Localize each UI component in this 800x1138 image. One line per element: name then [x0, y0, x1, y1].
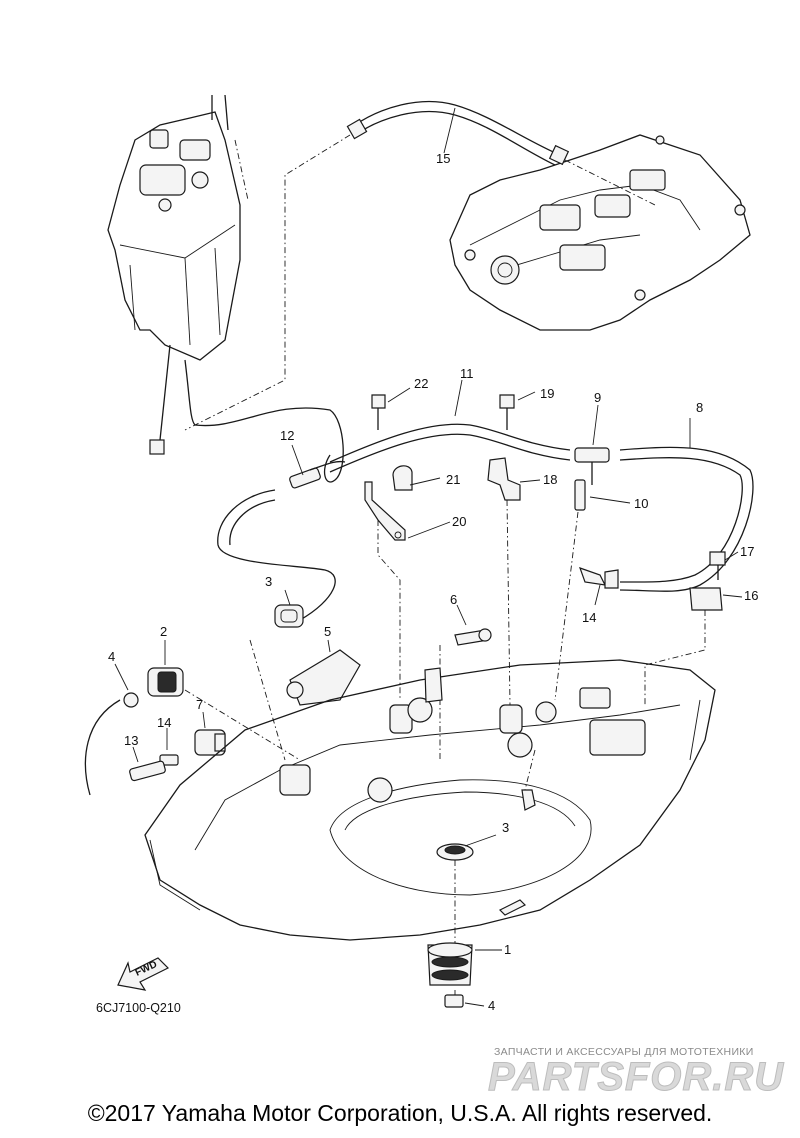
- bracket-plate-drawing: [449, 134, 751, 331]
- figure-code: 6CJ7100-Q210: [96, 1001, 181, 1015]
- watermark-logo: ЗАПЧАСТИ И АКСЕССУАРЫ ДЛЯ МОТОТЕХНИКИ PA…: [488, 1046, 784, 1100]
- callout-11: 11: [460, 366, 474, 381]
- callout-16: 16: [744, 588, 758, 603]
- leader-lines: [114, 107, 743, 1007]
- bottom-grommet-parts: [427, 843, 474, 1008]
- callout-3: 3: [502, 820, 509, 835]
- joint-12-loop: [217, 460, 346, 621]
- callout-12: 12: [280, 428, 294, 443]
- callout-17: 17: [740, 544, 754, 559]
- callout-2: 2: [160, 624, 167, 639]
- callout-14: 14: [582, 610, 596, 625]
- callout-10: 10: [634, 496, 648, 511]
- callout-4: 4: [108, 649, 115, 664]
- callout-4: 4: [488, 998, 495, 1013]
- small-parts-left: [84, 567, 619, 796]
- hose-15: [184, 100, 656, 431]
- bottom-cowling-drawing: [144, 659, 716, 941]
- callout-3: 3: [265, 574, 272, 589]
- copyright-notice: ©2017 Yamaha Motor Corporation, U.S.A. A…: [87, 1100, 713, 1126]
- callout-6: 6: [450, 592, 457, 607]
- callout-15: 15: [436, 151, 450, 166]
- callout-numbers: 22 11 19 9 8 12 21 18 10 20 17 16 14 3 6…: [108, 151, 758, 1013]
- clamps-and-bolts: [364, 394, 726, 706]
- callout-14: 14: [157, 715, 171, 730]
- callout-8: 8: [696, 400, 703, 415]
- callout-22: 22: [414, 376, 428, 391]
- hose-assembly-11-8-9-10: [329, 423, 754, 701]
- callout-19: 19: [540, 386, 554, 401]
- callout-9: 9: [594, 390, 601, 405]
- callout-18: 18: [543, 472, 557, 487]
- fwd-arrow-icon: FWD: [117, 957, 170, 991]
- watermark-tagline: ЗАПЧАСТИ И АКСЕССУАРЫ ДЛЯ МОТОТЕХНИКИ: [494, 1046, 754, 1058]
- engine-fuel-unit-drawing: [107, 94, 344, 483]
- callout-13: 13: [124, 733, 138, 748]
- callout-5: 5: [324, 624, 331, 639]
- callout-20: 20: [452, 514, 466, 529]
- watermark-brand: PARTSFOR.RU: [488, 1055, 784, 1099]
- callout-21: 21: [446, 472, 460, 487]
- callout-7: 7: [196, 697, 203, 712]
- callout-1: 1: [504, 942, 511, 957]
